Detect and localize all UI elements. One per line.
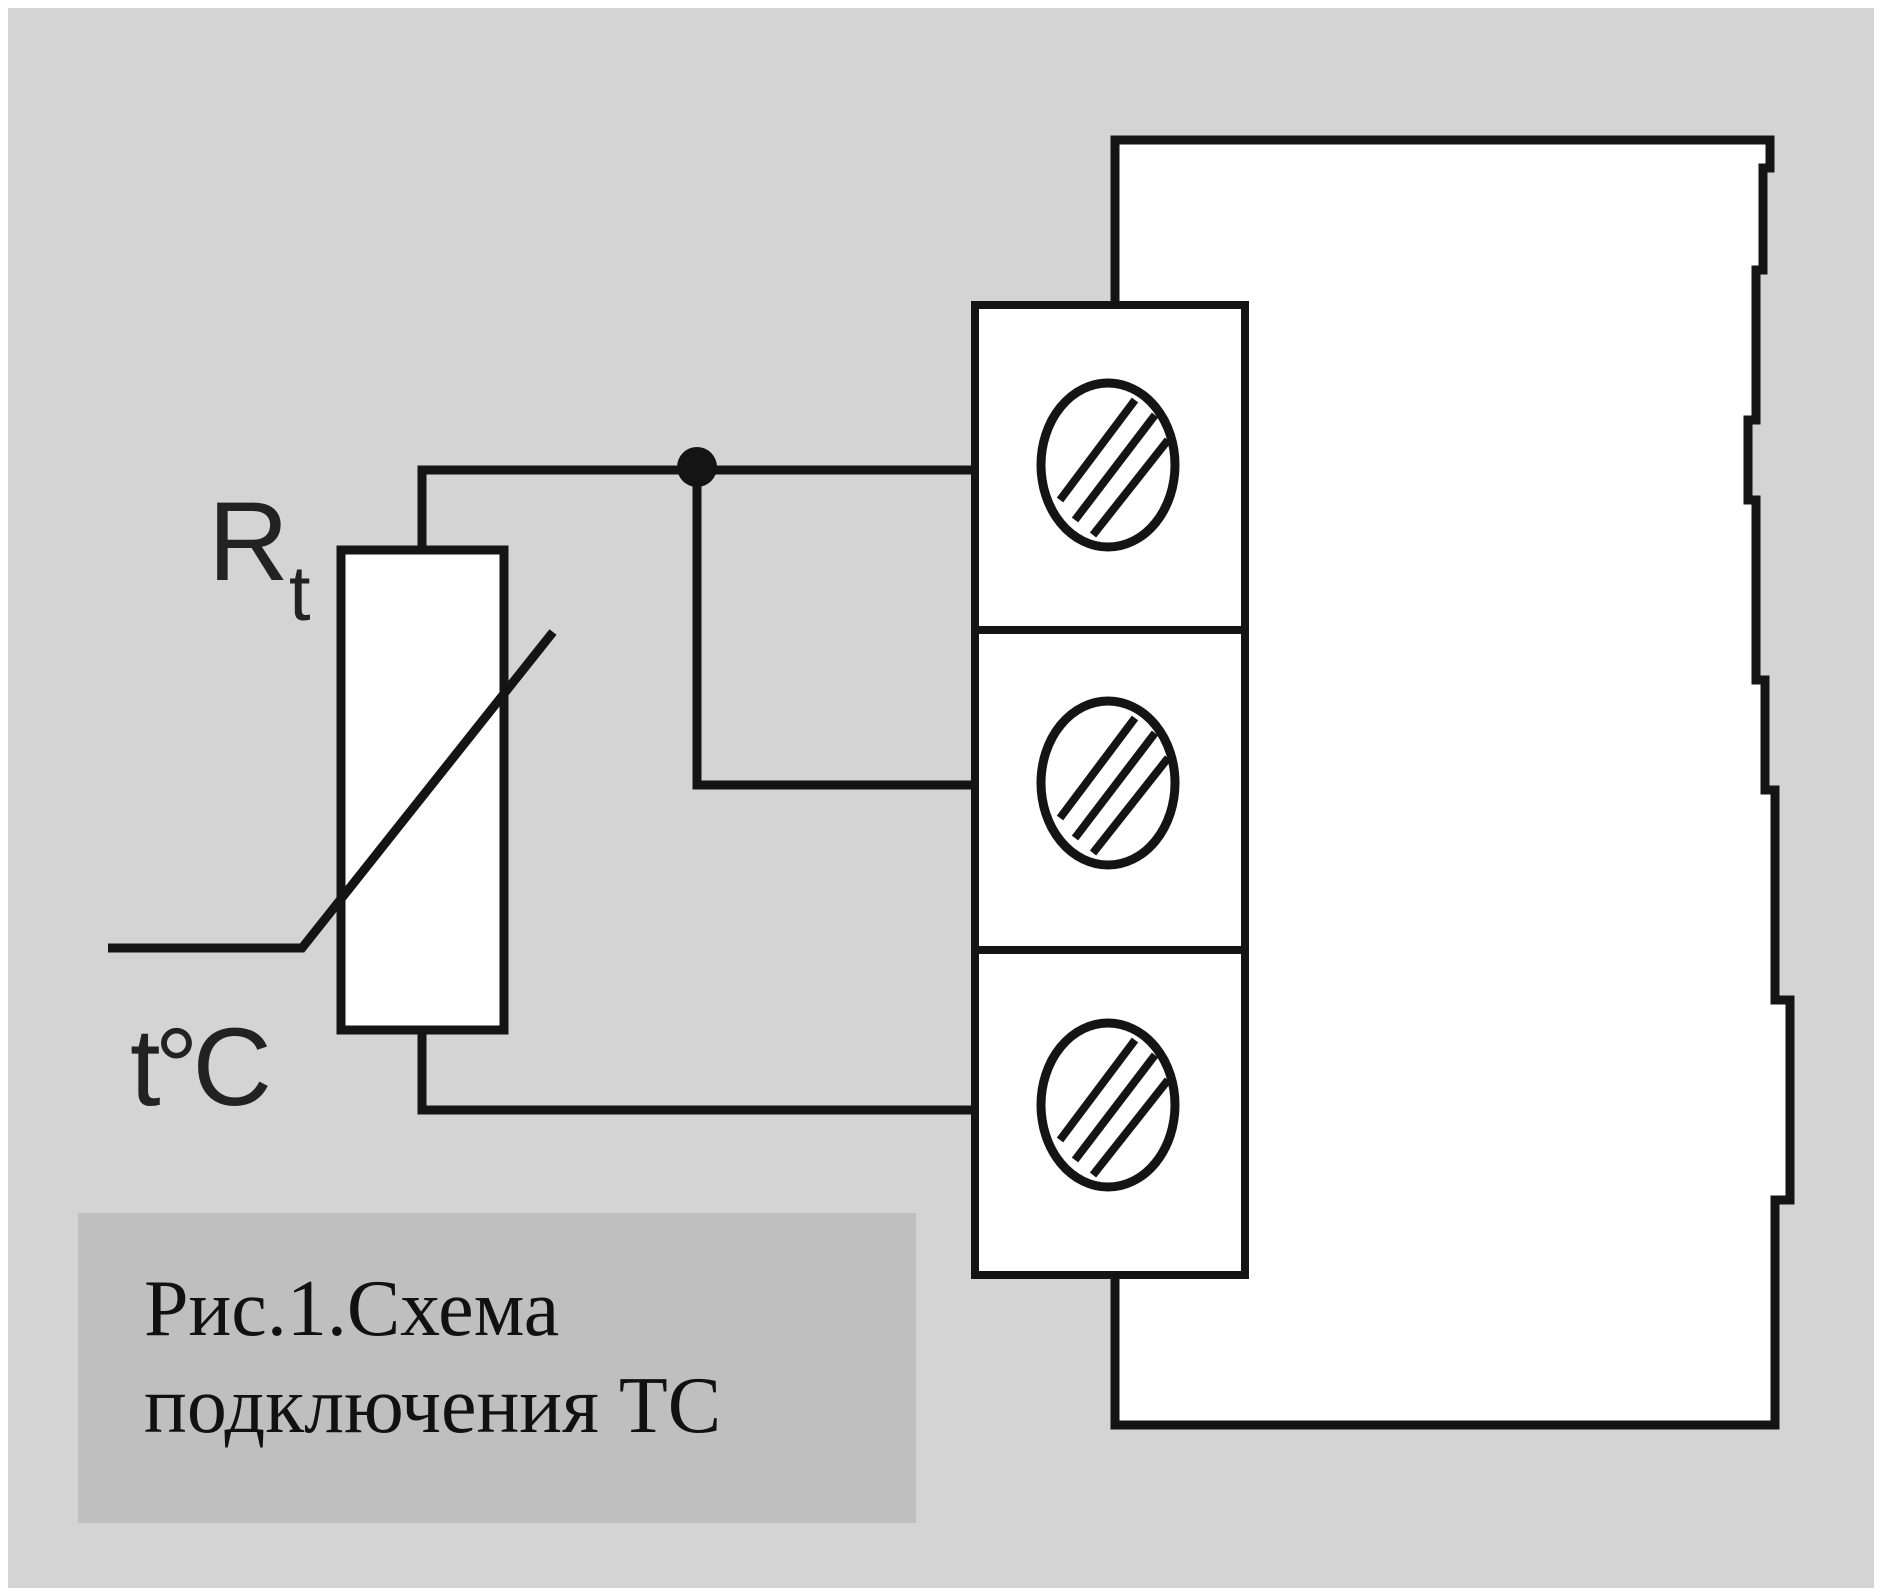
temperature-label: t°C	[130, 1006, 269, 1129]
resistor-subscript: t	[289, 549, 311, 637]
resistor-label: Rt	[208, 479, 311, 637]
screw-3-icon	[1036, 1018, 1180, 1192]
thermistor-symbol	[108, 545, 557, 1035]
terminal-block	[971, 301, 1249, 1279]
figure-caption: Рис.1.Схема подключения ТС	[144, 1261, 721, 1455]
caption-box: Рис.1.Схема подключения ТС	[78, 1213, 916, 1523]
wiring	[417, 465, 975, 1115]
caption-line-2: подключения ТС	[144, 1362, 722, 1450]
screw-1-icon	[1036, 378, 1180, 552]
screw-2-icon	[1036, 696, 1180, 870]
wire-top	[417, 465, 975, 550]
wire-bottom	[417, 1030, 975, 1115]
device-housing	[1110, 135, 1795, 1430]
wire-middle	[692, 470, 975, 790]
junction-node	[677, 447, 717, 487]
caption-line-1: Рис.1.Схема	[144, 1265, 560, 1353]
resistor-symbol: R	[208, 479, 289, 604]
